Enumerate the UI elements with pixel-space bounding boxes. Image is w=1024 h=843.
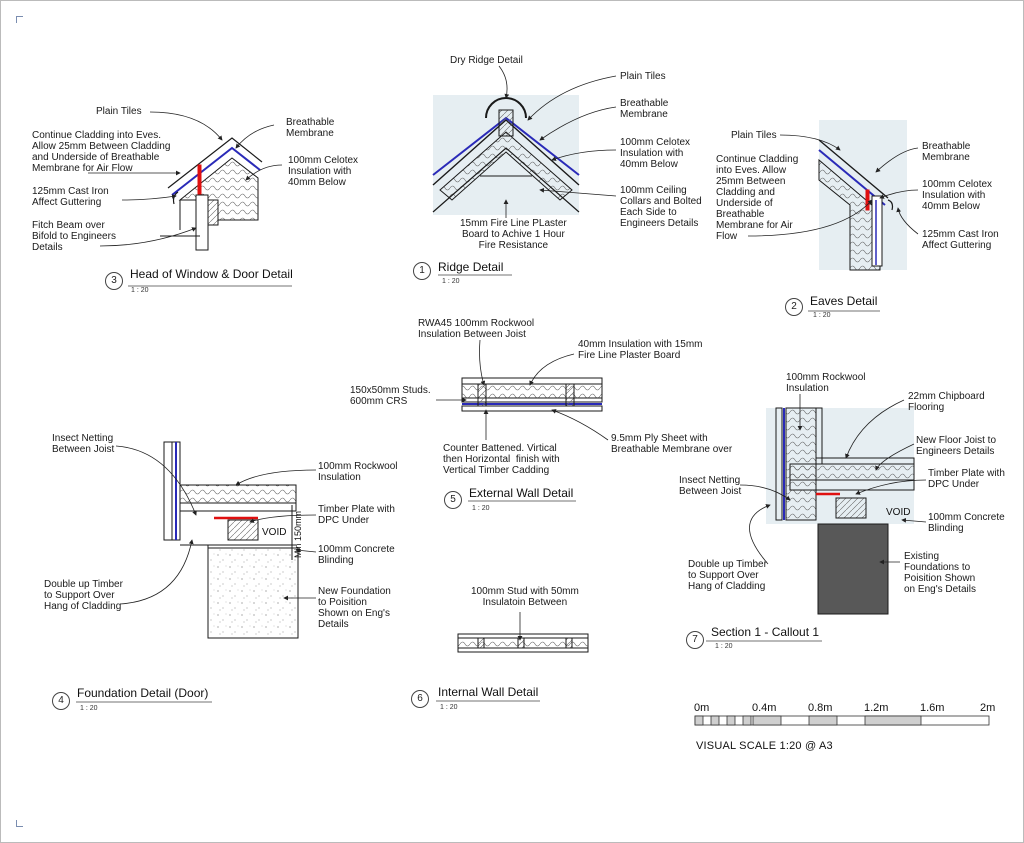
eaves-detail-drawing bbox=[818, 120, 907, 271]
detail-number-badge: 3 bbox=[105, 272, 123, 290]
label-counter-battened: Counter Battened. Virtical then Horizont… bbox=[443, 443, 560, 476]
detail-number-badge: 2 bbox=[785, 298, 803, 316]
void-label: VOID bbox=[262, 527, 287, 538]
detail-title: Foundation Detail (Door) bbox=[77, 686, 209, 700]
detail-scale: 1 : 20 bbox=[442, 278, 460, 285]
label-concrete-blinding: 100mm Concrete Blinding bbox=[318, 544, 395, 566]
label-membrane: Breathable Membrane bbox=[286, 117, 335, 139]
detail-number-badge: 6 bbox=[411, 690, 429, 708]
detail-scale: 1 : 20 bbox=[715, 643, 733, 650]
void-label: VOID bbox=[886, 507, 911, 518]
min-dimension-label: Min 150mm bbox=[293, 510, 303, 558]
scale-tick-label: 0m bbox=[694, 702, 710, 714]
section-callout-drawing bbox=[766, 407, 915, 615]
detail-title: Eaves Detail bbox=[810, 294, 878, 308]
label-cladding-note: Continue Cladding into Eves. Allow 25mm … bbox=[716, 154, 799, 242]
label-internal-stud: 100mm Stud with 50mm Insulatoin Between bbox=[471, 586, 579, 608]
detail-title: Ridge Detail bbox=[438, 260, 504, 274]
detail-scale: 1 : 20 bbox=[440, 704, 458, 711]
title-underlines bbox=[76, 274, 880, 703]
label-floor-joist: New Floor Joist to Engineers Details bbox=[916, 435, 997, 457]
label-existing-foundations: Existing Foundations to Poisition Shown … bbox=[904, 551, 976, 595]
label-fitch-beam: Fitch Beam over Bifold to Engineers Deta… bbox=[32, 220, 116, 253]
foundation-detail-drawing bbox=[163, 441, 299, 639]
label-guttering: 125mm Cast Iron Affect Guttering bbox=[32, 186, 109, 208]
detail-title: Section 1 - Callout 1 bbox=[711, 625, 820, 639]
detail-scale: 1 : 20 bbox=[813, 312, 831, 319]
label-ply-sheet: 9.5mm Ply Sheet with Breathable Membrane… bbox=[611, 433, 733, 455]
detail-scale: 1 : 20 bbox=[472, 505, 490, 512]
ridge-detail-drawing bbox=[432, 95, 580, 215]
label-membrane: Breathable Membrane bbox=[620, 98, 669, 120]
label-timber-plate: Timber Plate with DPC Under bbox=[928, 468, 1005, 490]
label-guttering: 125mm Cast Iron Affect Guttering bbox=[922, 229, 999, 251]
label-cladding-note: Continue Cladding into Eves. Allow 25mm … bbox=[32, 130, 171, 174]
label-ceiling-collars: 100mm Ceiling Collars and Bolted Each Si… bbox=[620, 185, 702, 229]
detail-number-badge: 5 bbox=[444, 491, 462, 509]
label-plain-tiles: Plain Tiles bbox=[731, 130, 777, 141]
label-plain-tiles: Plain Tiles bbox=[620, 71, 666, 82]
label-dry-ridge: Dry Ridge Detail bbox=[450, 55, 523, 66]
label-plain-tiles: Plain Tiles bbox=[96, 106, 142, 117]
window-detail-drawing bbox=[160, 137, 263, 251]
detail-number-badge: 7 bbox=[686, 631, 704, 649]
label-fire-line: 15mm Fire Line PLaster Board to Achive 1… bbox=[460, 218, 567, 251]
sheet-corner-mark-top bbox=[16, 16, 23, 23]
label-celotex: 100mm Celotex Insulation with 40mm Below bbox=[620, 137, 691, 170]
scale-tick-label: 0.4m bbox=[752, 702, 777, 714]
detail-title: Internal Wall Detail bbox=[438, 685, 539, 699]
internal-wall-drawing bbox=[457, 633, 589, 653]
label-double-up-timber: Double up Timber to Support Over Hang of… bbox=[44, 579, 123, 612]
scale-tick-label: 0.8m bbox=[808, 702, 833, 714]
label-double-up-timber: Double up Timber to Support Over Hang of… bbox=[688, 559, 767, 592]
scale-tick-label: 1.2m bbox=[864, 702, 889, 714]
label-chipboard: 22mm Chipboard Flooring bbox=[908, 391, 985, 413]
label-insect-netting: Insect Netting Between Joist bbox=[679, 475, 742, 497]
label-new-foundation: New Foundation to Poisition Shown on Eng… bbox=[318, 586, 391, 630]
label-rockwool: 100mm Rockwool Insulation bbox=[786, 372, 866, 394]
label-concrete-blinding: 100mm Concrete Blinding bbox=[928, 512, 1005, 534]
label-timber-plate: Timber Plate with DPC Under bbox=[318, 504, 395, 526]
detail-title: Head of Window & Door Detail bbox=[130, 267, 293, 281]
detail-scale: 1 : 20 bbox=[131, 287, 149, 294]
detail-title: External Wall Detail bbox=[469, 486, 574, 500]
visual-scale-bar bbox=[694, 715, 990, 726]
label-membrane: Breathable Membrane bbox=[922, 141, 971, 163]
sheet-corner-mark-bottom bbox=[16, 820, 23, 827]
label-insulation: 40mm Insulation with 15mm Fire Line Plas… bbox=[578, 339, 703, 361]
label-celotex: 100mm Celotex Insulation with 40mm Below bbox=[288, 155, 359, 188]
label-studs: 150x50mm Studs. 600mm CRS bbox=[350, 385, 431, 407]
scale-tick-label: 2m bbox=[980, 702, 996, 714]
detail-number-badge: 4 bbox=[52, 692, 70, 710]
label-rwa45: RWA45 100mm Rockwool Insulation Between … bbox=[418, 318, 535, 340]
label-celotex: 100mm Celotex Insulation with 40mm Below bbox=[922, 179, 993, 212]
label-insect-netting: Insect Netting Between Joist bbox=[52, 433, 115, 455]
scale-tick-label: 1.6m bbox=[920, 702, 945, 714]
leader-lines bbox=[88, 65, 927, 641]
detail-scale: 1 : 20 bbox=[80, 705, 98, 712]
detail-number-badge: 1 bbox=[413, 262, 431, 280]
scale-caption: VISUAL SCALE 1:20 @ A3 bbox=[696, 740, 833, 752]
label-rockwool: 100mm Rockwool Insulation bbox=[318, 461, 398, 483]
